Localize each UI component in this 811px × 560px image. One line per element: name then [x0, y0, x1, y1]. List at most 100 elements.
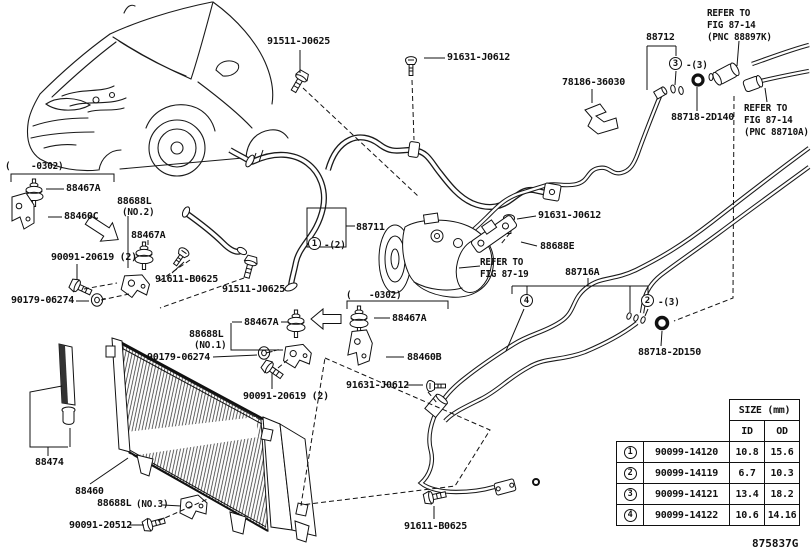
table-row-marker-cell: 3	[616, 483, 644, 505]
table-od-cell: 18.2	[764, 483, 800, 505]
range-paren: (	[346, 290, 352, 301]
part-label-91631-j0612: 91631-J0612	[538, 210, 601, 221]
table-id-cell: 13.4	[729, 483, 765, 505]
qty-suffix: -(2)	[324, 240, 346, 251]
refer-note-line: REFER TO	[480, 257, 524, 268]
refer-note-line: REFER TO	[744, 103, 788, 114]
grommet-88718-2D150-icon	[654, 315, 670, 331]
part-label-88711: 88711	[356, 222, 385, 233]
refer-note-line: FIG 87-19	[480, 269, 529, 280]
drawing-code: 875837G	[752, 537, 799, 550]
big-arrow-icon	[84, 215, 119, 242]
part-label-88460: 88460	[75, 486, 104, 497]
part-label-88467a: 88467A	[392, 313, 427, 324]
table-row-marker-cell: 1	[616, 441, 644, 463]
part-label-88688l: 88688L	[97, 498, 132, 509]
part-label-88467a: 88467A	[131, 230, 166, 241]
refer-note-line: (PNC 88897K)	[707, 32, 772, 43]
part-label-88467a: 88467A	[66, 183, 101, 194]
bolt-icon	[287, 68, 311, 96]
table-part-cell: 90099-14119	[643, 462, 730, 484]
part-label-88718-2d140: 88718-2D140	[671, 112, 734, 123]
part-label-91511-j0625: 91511-J0625	[267, 36, 330, 47]
part-label-90091-20619: 90091-20619 (2)	[51, 252, 137, 263]
part-label-78186-36030: 78186-36030	[562, 77, 625, 88]
table-row-marker-cell: 2	[616, 462, 644, 484]
table-od-cell: 14.16	[764, 504, 800, 526]
part-label-88718-2d150: 88718-2D150	[638, 347, 701, 358]
bolt-icon	[259, 358, 286, 383]
part-label-90179-06274: 90179-06274	[11, 295, 74, 306]
table-part-cell: 90099-14120	[643, 441, 730, 463]
dashed-reference-lines	[83, 79, 735, 522]
condenser-foot	[136, 454, 154, 477]
range-0302: -0302)	[31, 161, 64, 172]
pipe-end-fitting	[652, 86, 668, 100]
quick-joint-fitting	[712, 62, 740, 86]
leader-lines	[10, 40, 768, 526]
part-label-no3: (NO.3)	[136, 499, 169, 510]
part-label-91611-b0625: 91611-B0625	[404, 521, 467, 532]
grommet-88718-2D140-icon	[691, 73, 705, 87]
part-label-88688l: 88688L	[117, 196, 152, 207]
screw-icon	[426, 380, 446, 392]
table-id-cell: 6.7	[729, 462, 765, 484]
part-label-91511-j0625: 91511-J0625	[222, 284, 285, 295]
cushion-mount-icon	[134, 241, 154, 270]
table-id-cell: 10.8	[729, 441, 765, 463]
part-label-88460c: 88460C	[64, 211, 99, 222]
qty-marker-1: 1	[308, 237, 321, 250]
range-0302: -0302)	[369, 290, 402, 301]
qty-marker-3: 3	[669, 57, 682, 70]
fastener-icons	[11, 56, 764, 534]
part-label-90179-06274: 90179-06274	[147, 352, 210, 363]
grommet-icon	[257, 346, 273, 360]
part-label-90091-20512: 90091-20512	[69, 520, 132, 531]
part-label-90091-20619: 90091-20619 (2)	[243, 391, 329, 402]
pointer-arrows	[84, 215, 342, 331]
receiver-strip-88474	[58, 343, 76, 425]
part-label-88712: 88712	[646, 32, 675, 43]
cushion-mount-icon	[349, 305, 369, 334]
car-sketch	[26, 1, 289, 177]
row-marker: 3	[623, 487, 637, 501]
refer-note-line: FIG 87-14	[744, 115, 793, 126]
condenser-highlight-band	[126, 417, 258, 456]
refer-note-line: FIG 87-14	[707, 20, 756, 31]
size-table-header: SIZE (mm)	[729, 399, 800, 421]
bolt-icon	[239, 254, 260, 280]
part-label-no2: (NO.2)	[122, 207, 155, 218]
clamp-bracket-icon	[282, 342, 313, 370]
qty-marker-4: 4	[520, 294, 533, 307]
part-label-91631-j0612: 91631-J0612	[447, 52, 510, 63]
part-label-88688l: 88688L	[189, 329, 224, 340]
refer-note-line: (PNC 88710A)	[744, 127, 809, 138]
row-marker: 2	[623, 466, 637, 480]
bracket-88460C	[11, 192, 35, 230]
part-label-91631-j0612: 91631-J0612	[346, 380, 409, 391]
size-table: SIZE (mm) ID OD 1 90099-14120 10.8 15.6 …	[616, 399, 802, 527]
qty-marker-2: 2	[641, 294, 654, 307]
cushion-mount-icon	[286, 309, 306, 338]
bolt-icon	[141, 513, 167, 534]
part-label-88474: 88474	[35, 457, 64, 468]
row-marker: 4	[623, 508, 637, 522]
part-label-88716a: 88716A	[565, 267, 600, 278]
compressor-drawing	[378, 212, 495, 298]
row-marker: 1	[623, 445, 637, 459]
condenser-foot	[294, 520, 310, 543]
table-id-cell: 10.6	[729, 504, 765, 526]
size-table-od-header: OD	[764, 420, 800, 442]
part-label-88460b: 88460B	[407, 352, 442, 363]
qty-suffix: -(3)	[658, 297, 680, 308]
table-od-cell: 15.6	[764, 441, 800, 463]
bracket-88460B	[347, 329, 373, 366]
screw-icon	[405, 56, 417, 76]
condenser-foot	[229, 511, 247, 535]
clamp-bracket-icon	[119, 271, 152, 301]
part-label-88467a: 88467A	[244, 317, 279, 328]
hose-union-fitting	[542, 182, 562, 202]
part-label-88688e: 88688E	[540, 241, 575, 252]
refer-note-line: REFER TO	[707, 8, 751, 19]
